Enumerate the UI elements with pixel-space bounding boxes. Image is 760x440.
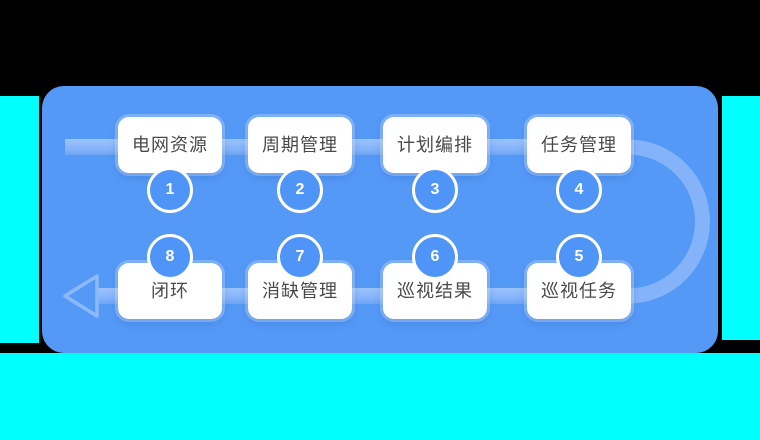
loop-arc	[627, 139, 710, 304]
flow-step-card: 任务管理	[527, 117, 631, 173]
flow-step-8: 闭环 8	[118, 234, 222, 319]
flow-step-label: 闭环	[151, 281, 189, 301]
connector-bottom-6-5	[487, 288, 527, 304]
flow-connectors	[63, 139, 710, 318]
flow-step-label: 计划编排	[397, 135, 473, 155]
connector-top-2-3	[352, 139, 383, 155]
step-number-badge: 6	[412, 234, 458, 280]
flow-step-3: 计划编排 3	[383, 117, 487, 213]
flow-step-card: 计划编排	[383, 117, 487, 173]
step-number-badge: 5	[556, 234, 602, 280]
connector-bottom-stub	[97, 288, 118, 304]
flow-step-2: 周期管理 2	[248, 117, 352, 213]
flow-step-5: 巡视任务 5	[527, 234, 631, 319]
connector-bottom-8-7	[222, 288, 248, 304]
flow-step-card: 周期管理	[248, 117, 352, 173]
arrow-left-icon	[63, 274, 99, 318]
step-number-badge: 2	[277, 167, 323, 213]
flow-step-1: 电网资源 1	[118, 117, 222, 213]
flow-step-label: 电网资源	[132, 135, 208, 155]
connector-top-1-2	[222, 139, 248, 155]
flow-step-label: 周期管理	[262, 135, 338, 155]
chroma-strip-bottom	[0, 353, 760, 440]
step-number-badge: 8	[147, 234, 193, 280]
flow-step-label: 巡视任务	[541, 281, 617, 301]
step-number-badge: 1	[147, 167, 193, 213]
flow-step-label: 巡视结果	[397, 281, 473, 301]
step-number-badge: 7	[277, 234, 323, 280]
flow-panel: 电网资源 1 周期管理 2 计划编排 3 任务管理 4 闭环	[42, 86, 718, 353]
flow-step-label: 消缺管理	[262, 281, 338, 301]
connector-bottom-7-6	[352, 288, 383, 304]
flow-step-card: 电网资源	[118, 117, 222, 173]
chroma-strip-left	[0, 96, 39, 343]
step-number-badge: 3	[412, 167, 458, 213]
chroma-strip-right	[722, 96, 760, 340]
flow-step-7: 消缺管理 7	[248, 234, 352, 319]
connector-top-stub	[65, 139, 118, 155]
flow-step-4: 任务管理 4	[527, 117, 631, 213]
flow-step-card: 巡视结果	[383, 263, 487, 319]
flow-step-label: 任务管理	[541, 135, 617, 155]
step-number-badge: 4	[556, 167, 602, 213]
connector-top-3-4	[487, 139, 527, 155]
flow-step-6: 巡视结果 6	[383, 234, 487, 319]
